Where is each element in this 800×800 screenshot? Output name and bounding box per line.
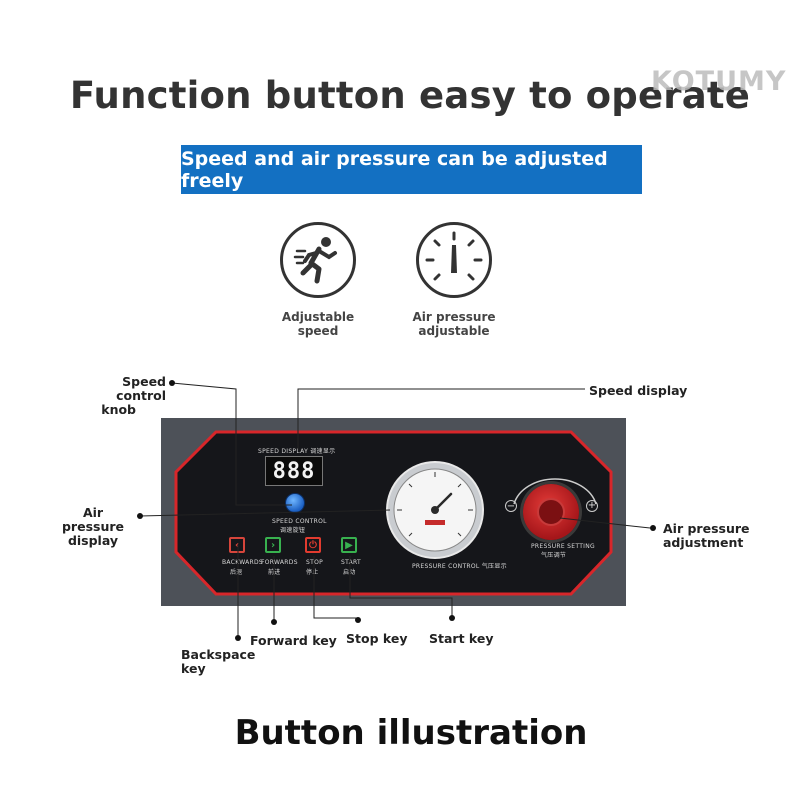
stop-key[interactable]: ⏻ xyxy=(305,537,321,553)
feature-banner: Speed and air pressure can be adjusted f… xyxy=(181,145,642,194)
running-person-icon xyxy=(280,222,356,298)
callout-speed-knob: Speed control knob xyxy=(101,374,166,417)
callout-speed-display: Speed display xyxy=(589,383,688,398)
feature-label-speed: Adjustable speed xyxy=(281,310,355,338)
banner-text: Speed and air pressure can be adjusted f… xyxy=(181,147,608,192)
callout-stop: Stop key xyxy=(346,631,408,646)
gauge-icon xyxy=(416,222,492,298)
page-title: Function button easy to operate xyxy=(69,74,751,117)
feature-label-pressure: Air pressure adjustable xyxy=(412,310,496,338)
pressure-arc xyxy=(513,478,597,505)
speed-display: 888 xyxy=(265,456,323,486)
speed-display-label: SPEED DISPLAY 调速显示 xyxy=(258,448,336,455)
air-pressure-adjust-knob[interactable] xyxy=(523,484,579,540)
forward-key-label: FORWARDS xyxy=(261,559,298,566)
callout-air-adjust: Air pressure adjustment xyxy=(663,521,750,550)
plus-icon: + xyxy=(586,500,598,512)
pressure-control-label: PRESSURE CONTROL 气压显示 xyxy=(412,563,507,570)
backspace-key[interactable]: ‹ xyxy=(229,537,245,553)
pressure-setting-label-cn: 气压调节 xyxy=(541,552,567,559)
backspace-key-label: BACKWARDS xyxy=(222,559,264,566)
callout-air-display: Air pressure display xyxy=(61,505,124,548)
start-key-label: START xyxy=(341,559,362,566)
start-key-label-cn: 启动 xyxy=(343,569,356,576)
section-title: Button illustration xyxy=(234,713,588,753)
minus-icon: − xyxy=(505,500,517,512)
callout-backspace: Backspace key xyxy=(181,647,256,676)
callout-forward: Forward key xyxy=(250,633,337,648)
speed-control-label: SPEED CONTROL xyxy=(272,518,327,525)
start-key[interactable]: ▶ xyxy=(341,537,357,553)
brand-watermark: KOTUMY xyxy=(651,66,787,97)
speed-control-label-cn: 调速旋钮 xyxy=(280,527,306,534)
knob-cap xyxy=(537,498,565,526)
air-pressure-gauge xyxy=(386,461,484,559)
pressure-setting-label: PRESSURE SETTING xyxy=(531,543,595,550)
callout-start: Start key xyxy=(429,631,494,646)
forward-key[interactable]: › xyxy=(265,537,281,553)
stop-key-label-cn: 停止 xyxy=(306,569,319,576)
backspace-key-label-cn: 后退 xyxy=(230,569,243,576)
